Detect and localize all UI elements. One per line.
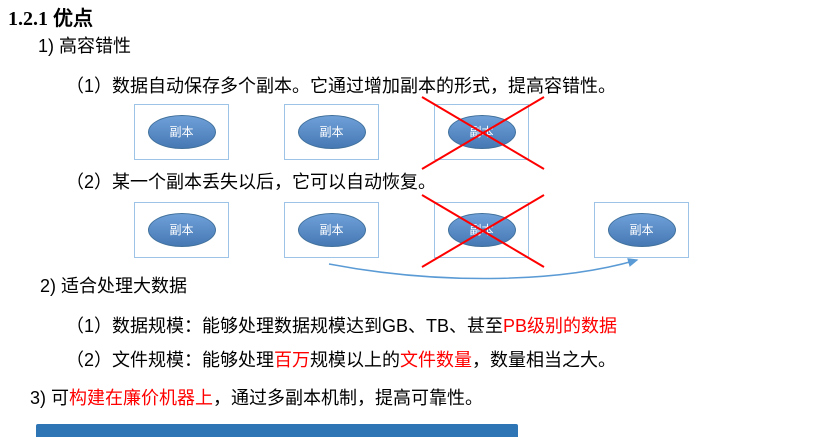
- item2-subline-2: （2）文件规模：能够处理百万规模以上的文件数量，数量相当之大。: [66, 348, 616, 372]
- highlight-text: PB级别的数据: [503, 316, 618, 336]
- replica-label: 副本: [469, 125, 494, 139]
- item2-subline-1: （1）数据规模：能够处理数据规模达到GB、TB、甚至PB级别的数据: [66, 314, 617, 338]
- replica-ellipse: 副本: [297, 115, 366, 149]
- highlight-text: 构建在廉价机器上: [69, 388, 214, 408]
- text-segment: 3) 可: [30, 388, 70, 408]
- page-title: 1.2.1 优点: [8, 8, 93, 30]
- replica-box: 副本: [284, 202, 379, 258]
- replica-ellipse: 副本: [447, 213, 516, 247]
- list-item-2-heading: 2) 适合处理大数据: [40, 276, 188, 296]
- replica-box-lost: 副本: [421, 194, 545, 268]
- replica-ellipse: 副本: [297, 213, 366, 247]
- text-segment: （2）文件规模：能够处理: [66, 350, 275, 370]
- text-segment: 规模以上的: [310, 350, 401, 370]
- replica-box: 副本: [134, 202, 229, 258]
- replica-label: 副本: [169, 223, 194, 237]
- item1-subline-2: （2）某一个副本丢失以后，它可以自动恢复。: [66, 172, 437, 192]
- replica-label: 副本: [469, 223, 494, 237]
- replica-label: 副本: [319, 223, 344, 237]
- replica-diagram-row-1: 副本 副本 副本: [134, 96, 694, 170]
- replica-label: 副本: [169, 125, 194, 139]
- highlight-text: 百万: [274, 350, 311, 370]
- replica-box-lost: 副本: [421, 96, 545, 170]
- replica-ellipse: 副本: [147, 115, 216, 149]
- text-segment: （1）数据规模：能够处理数据规模达到GB、TB、甚至: [66, 316, 504, 336]
- replica-ellipse: 副本: [447, 115, 516, 149]
- replica-box: 副本: [134, 104, 229, 160]
- replica-ellipse: 副本: [607, 213, 676, 247]
- replica-ellipse: 副本: [147, 213, 216, 247]
- text-segment: ，数量相当之大。: [472, 350, 617, 370]
- replica-box: 副本: [284, 104, 379, 160]
- replica-box-recovered: 副本: [594, 202, 689, 258]
- list-item-1-heading: 1) 高容错性: [38, 36, 132, 56]
- highlight-text: 文件数量: [400, 350, 473, 370]
- replica-label: 副本: [319, 125, 344, 139]
- list-item-3: 3) 可构建在廉价机器上，通过多副本机制，提高可靠性。: [30, 386, 483, 410]
- bottom-blue-bar: [36, 424, 518, 437]
- text-segment: ，通过多副本机制，提高可靠性。: [213, 388, 484, 408]
- replica-diagram-row-2: 副本 副本 副本 副本: [134, 194, 824, 286]
- item1-subline-1: （1）数据自动保存多个副本。它通过增加副本的形式，提高容错性。: [66, 76, 617, 96]
- replica-label: 副本: [629, 223, 654, 237]
- recovery-arrow-icon: [328, 258, 639, 280]
